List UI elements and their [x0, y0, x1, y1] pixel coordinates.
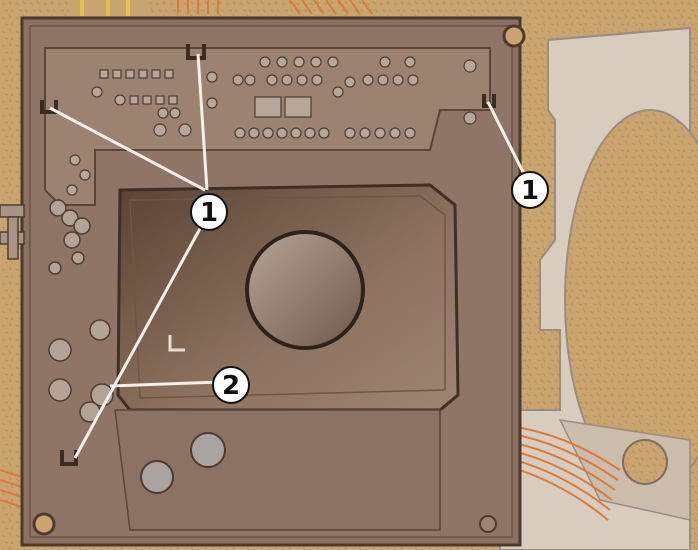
mounting-hole — [32, 512, 56, 536]
callout-1-left: 1 — [190, 193, 228, 231]
callout-1-right-label: 1 — [521, 176, 539, 206]
retaining-clip — [186, 44, 206, 60]
callout-1-right: 1 — [511, 171, 549, 209]
wire-harness-left — [0, 469, 26, 509]
callout-1-left-label: 1 — [200, 198, 218, 228]
lower-area — [114, 409, 441, 531]
mounting-hole — [479, 515, 497, 533]
callout-2-label: 2 — [222, 371, 240, 401]
callout-lines — [49, 53, 532, 459]
inner-cavity — [116, 183, 460, 412]
left-bracket — [0, 204, 25, 260]
mounting-hole — [502, 24, 526, 48]
callout-2: 2 — [212, 366, 250, 404]
central-bore — [245, 230, 365, 350]
retaining-clip — [40, 100, 58, 114]
circuit-board — [40, 44, 496, 466]
plug — [190, 432, 226, 468]
right-panel — [499, 26, 698, 550]
plug — [140, 460, 174, 494]
top-wires — [70, 0, 373, 18]
